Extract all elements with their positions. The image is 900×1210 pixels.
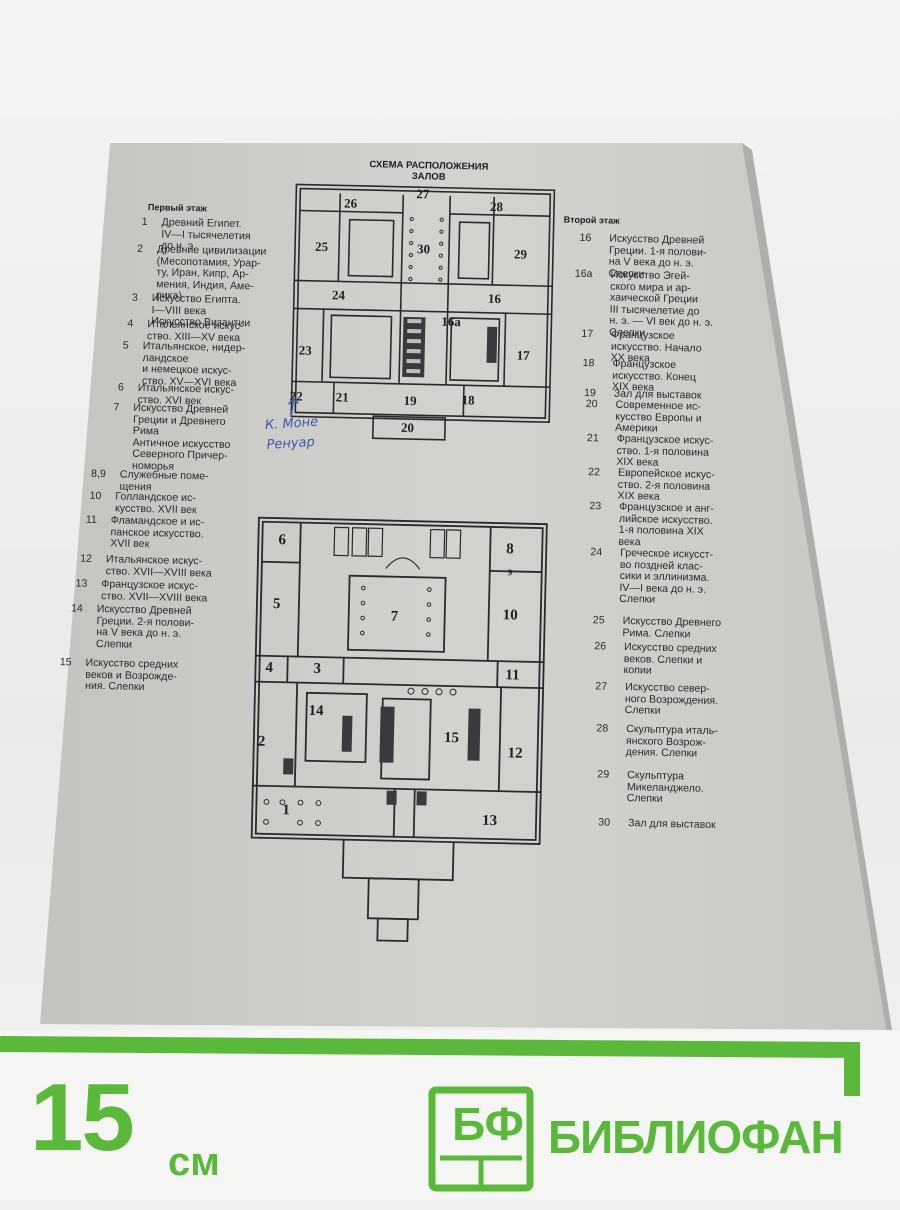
bf-logo-icon: БФ — [452, 1098, 524, 1150]
banner-frame — [0, 1030, 900, 1200]
brand-name: БИБЛИОФАН — [548, 1111, 844, 1163]
size-number: 15 — [30, 1064, 135, 1171]
paper-edge-shadow — [742, 143, 892, 1030]
size-unit: см — [168, 1140, 220, 1184]
